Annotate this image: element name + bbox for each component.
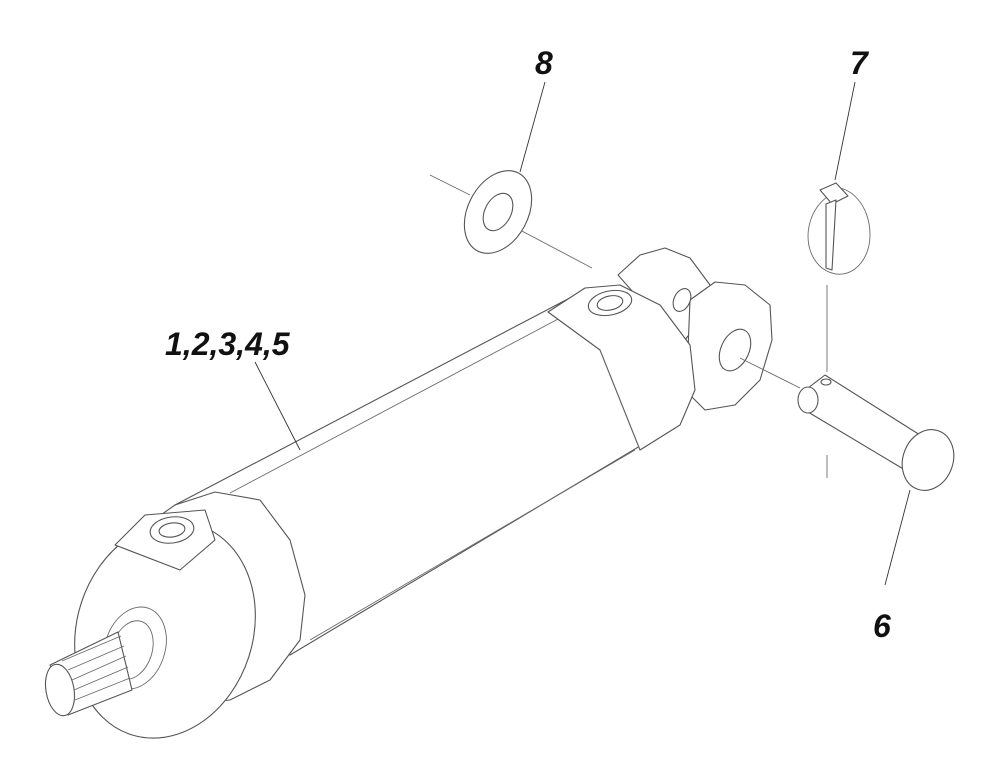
lynch-pin-part-7 bbox=[807, 182, 871, 275]
hydraulic-cylinder bbox=[44, 247, 773, 739]
leader-6 bbox=[884, 489, 911, 586]
callout-7: 7 bbox=[850, 45, 870, 81]
pin-axis-lines bbox=[739, 285, 828, 478]
washer-center-line bbox=[429, 174, 593, 269]
leader-1-5 bbox=[254, 361, 301, 451]
callout-6: 6 bbox=[873, 608, 891, 644]
threaded-rod bbox=[44, 631, 133, 717]
leader-8 bbox=[519, 81, 546, 173]
callout-1-2-3-4-5: 1,2,3,4,5 bbox=[165, 326, 291, 362]
leader-7 bbox=[834, 81, 856, 181]
clevis-pin-part-6 bbox=[797, 374, 955, 491]
leader-lines bbox=[254, 81, 911, 586]
clevis bbox=[617, 247, 773, 411]
callout-8: 8 bbox=[535, 45, 553, 81]
washer-part-8 bbox=[463, 170, 533, 254]
